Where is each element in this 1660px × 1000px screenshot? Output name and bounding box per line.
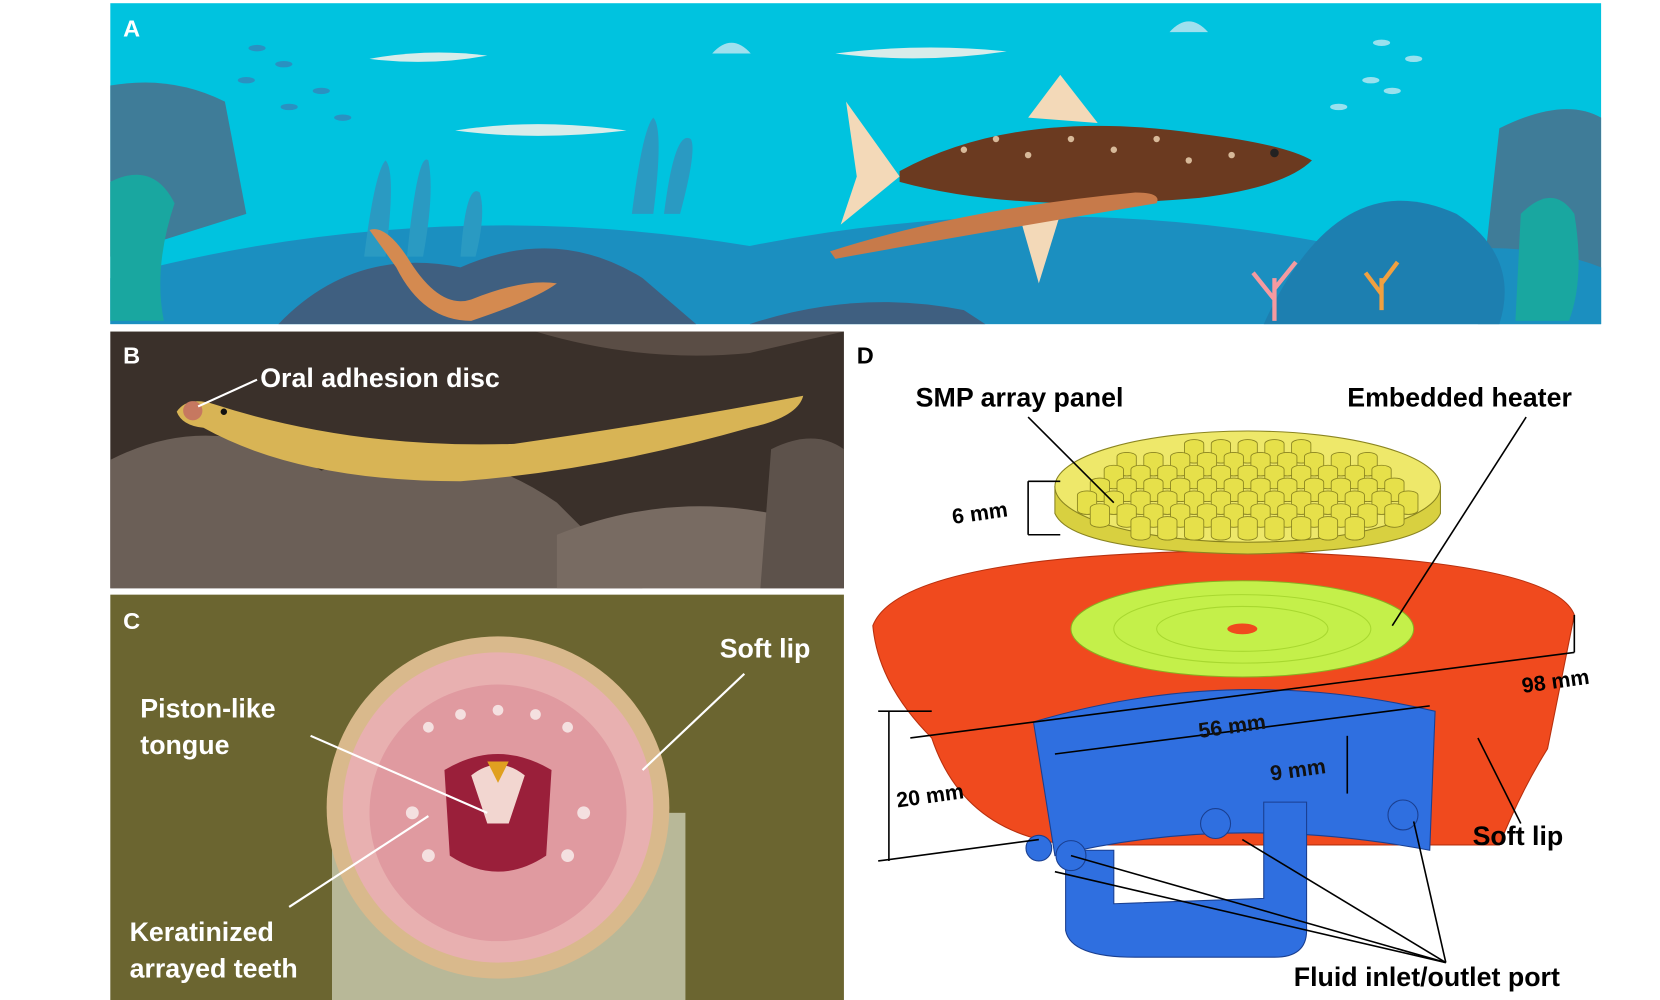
panel-a-letter: A xyxy=(123,15,140,41)
lamprey-bottom-icon xyxy=(369,229,557,321)
panel-c-photo: C Soft lip Piston-like tongue Keratinize… xyxy=(110,594,844,1000)
panel-c-letter: C xyxy=(123,608,140,634)
panel-d-device-diagram: D xyxy=(857,343,1591,992)
jellyfish-icon xyxy=(712,21,1209,54)
smp-pillar xyxy=(1089,503,1110,528)
smp-pillar xyxy=(1130,516,1151,541)
label-teeth-line1: Keratinized xyxy=(130,917,274,947)
smp-pillar xyxy=(1291,516,1312,541)
dim-20mm: 20 mm xyxy=(895,779,966,812)
trout-icon xyxy=(840,74,1312,284)
smp-pillar xyxy=(1157,516,1178,541)
panel-b-letter: B xyxy=(123,343,140,369)
smp-pillar xyxy=(1384,503,1405,528)
label-smp-array-panel: SMP array panel xyxy=(916,382,1124,412)
smp-pillar xyxy=(1210,516,1231,541)
label-teeth-line2: arrayed teeth xyxy=(130,954,298,984)
label-piston-tongue-line2: tongue xyxy=(140,730,229,760)
label-oral-adhesion-disc: Oral adhesion disc xyxy=(260,363,500,393)
lamprey-photo-body xyxy=(176,395,804,482)
smp-pillar xyxy=(1237,516,1258,541)
label-piston-tongue-line1: Piston-like xyxy=(140,694,275,724)
panel-d-letter: D xyxy=(857,343,874,369)
smp-pillar xyxy=(1264,516,1285,541)
smp-array-panel xyxy=(1054,430,1441,555)
dim-6mm: 6 mm xyxy=(951,497,1010,529)
smp-pillar xyxy=(1344,516,1365,541)
panel-b-photo: B Oral adhesion disc xyxy=(110,331,844,589)
smp-pillar xyxy=(1184,516,1205,541)
panel-a-ocean-scene: A xyxy=(110,3,1602,325)
lamprey-swimming-icon xyxy=(369,47,1007,136)
fluid-base xyxy=(1025,689,1436,958)
label-fluid-port: Fluid inlet/outlet port xyxy=(1294,962,1560,992)
smp-pillar xyxy=(1317,516,1339,541)
label-soft-lip-d: Soft lip xyxy=(1473,821,1564,851)
label-embedded-heater: Embedded heater xyxy=(1347,382,1572,412)
lamprey-attached-icon xyxy=(830,192,1158,259)
label-soft-lip-c: Soft lip xyxy=(720,634,811,664)
